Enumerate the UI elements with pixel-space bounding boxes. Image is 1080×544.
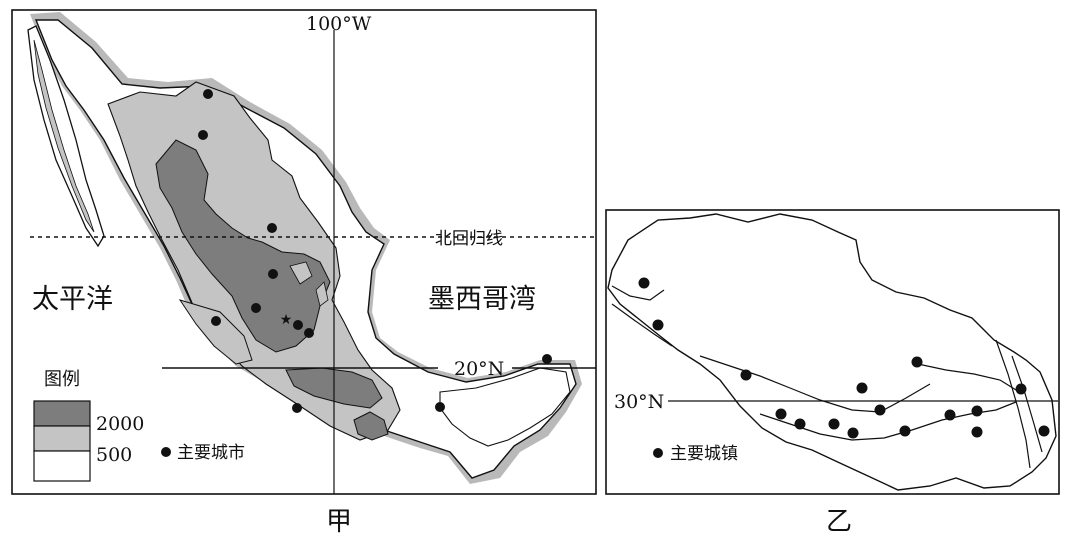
caption-jia: 甲 <box>326 507 352 537</box>
river-3 <box>699 355 931 413</box>
city-dot <box>251 303 261 313</box>
legend-town-dot-icon <box>653 448 663 458</box>
city-markers <box>198 89 552 413</box>
river-yarlung <box>759 401 1017 441</box>
parallel-20n-label: 20°N <box>454 358 504 380</box>
city-dot <box>292 403 302 413</box>
city-dot <box>293 320 303 330</box>
city-dot <box>435 402 445 412</box>
town-dot <box>911 356 923 368</box>
city-dot <box>211 316 221 326</box>
capital-star-icon: ★ <box>280 312 293 328</box>
city-dot <box>268 269 278 279</box>
legend-label-500: 500 <box>96 444 132 466</box>
town-dot <box>944 409 956 421</box>
town-dot <box>1038 425 1050 437</box>
town-dot <box>775 408 787 420</box>
baja-mid-zone <box>33 39 95 233</box>
town-dot <box>971 426 983 438</box>
map-jia: ★ 100°W 北回归线 20°N 太平洋 墨西哥湾 图例 2000 500 主… <box>11 9 597 537</box>
river-5 <box>995 339 1031 469</box>
town-dot <box>1015 383 1027 395</box>
town-dot <box>856 382 868 394</box>
river-4 <box>917 363 1017 391</box>
tropic-label: 北回归线 <box>435 229 503 249</box>
yucatan <box>439 367 571 447</box>
ocean-label: 太平洋 <box>32 284 113 315</box>
legend-swatch-500 <box>33 425 91 452</box>
town-dot <box>794 418 806 430</box>
legend-swatch-low <box>33 450 91 482</box>
town-dot <box>652 319 664 331</box>
legend-city-label: 主要城市 <box>177 443 245 463</box>
plateau-2000-chiapas <box>353 411 389 441</box>
map-yi: 30°N 主要城镇 乙 <box>605 209 1060 537</box>
town-dot <box>828 418 840 430</box>
basin-1 <box>289 261 313 285</box>
baja-peninsula <box>27 25 105 248</box>
town-dot <box>740 369 752 381</box>
city-dot <box>542 354 552 364</box>
legend-swatch-2000 <box>33 400 91 427</box>
city-dot <box>267 223 277 233</box>
town-dot <box>971 405 983 417</box>
legend-label-2000: 2000 <box>96 413 144 435</box>
river-6 <box>1011 355 1043 453</box>
legend-town-label: 主要城镇 <box>670 444 738 464</box>
caption-yi: 乙 <box>826 507 852 537</box>
plateau-500-south <box>178 299 253 365</box>
legend-jia: 图例 2000 500 主要城市 <box>33 369 245 482</box>
town-dot <box>847 427 859 439</box>
legend-city-dot-icon <box>161 447 171 457</box>
map-yi-frame <box>605 209 1060 495</box>
gulf-label: 墨西哥湾 <box>428 284 536 315</box>
town-dot <box>899 425 911 437</box>
city-dot <box>203 89 213 99</box>
town-dot <box>874 404 886 416</box>
river-1 <box>611 285 665 301</box>
meridian-label: 100°W <box>306 13 372 35</box>
city-dot <box>304 328 314 338</box>
town-markers <box>638 277 1050 439</box>
region-outline <box>607 213 1057 491</box>
map-jia-frame <box>11 9 597 495</box>
legend-title: 图例 <box>44 369 80 390</box>
parallel-30n-label: 30°N <box>614 391 664 413</box>
city-dot <box>198 130 208 140</box>
basin-2 <box>315 281 329 307</box>
river-2 <box>611 303 673 347</box>
town-dot <box>638 277 650 289</box>
